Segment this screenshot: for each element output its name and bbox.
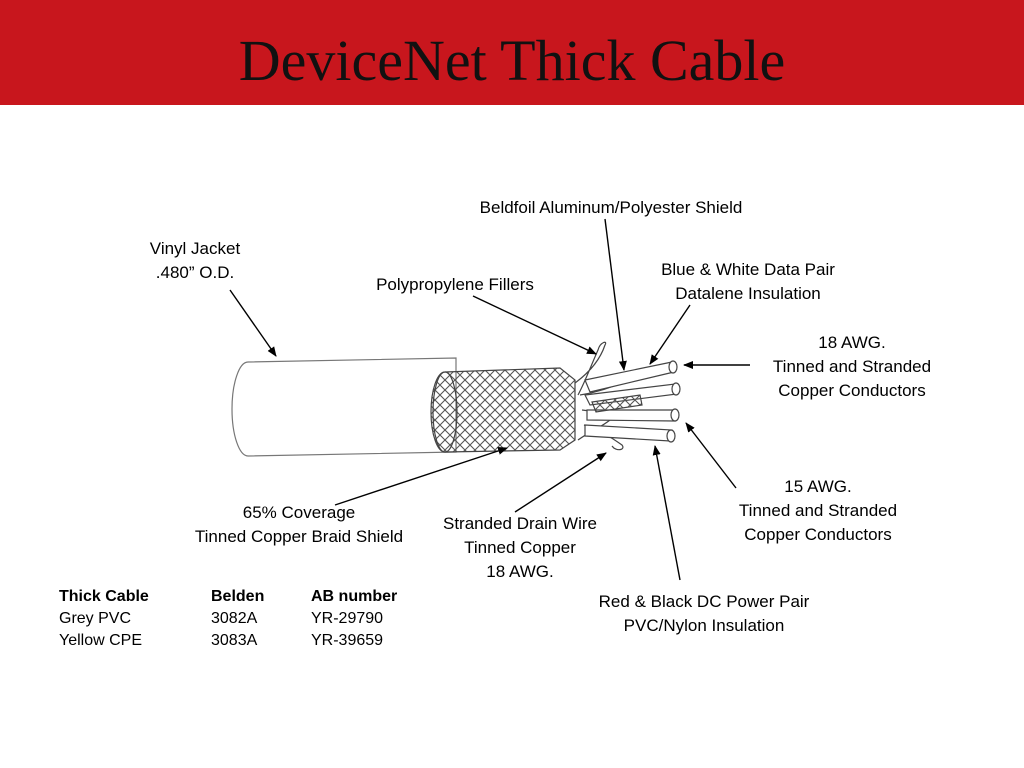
braid-shield [430,367,576,453]
table-cell: Grey PVC [59,610,132,627]
title-bar [0,0,1024,105]
table-row: Yellow CPE 3083A YR-39659 [59,630,421,652]
table-cell: 3082A [211,610,258,627]
label-15awg-conductors: 15 AWG. Tinned and Stranded Copper Condu… [738,477,898,544]
table-cell: YR-39659 [311,632,384,649]
leader-lines [229,218,750,581]
label-power-pair: Red & Black DC Power Pair PVC/Nylon Insu… [598,592,810,635]
label-data-pair: Blue & White Data Pair Datalene Insulati… [661,260,835,303]
table-cell: Yellow CPE [59,632,143,649]
slide-title: DeviceNet Thick Cable [238,28,786,93]
label-18awg-conductors: 18 AWG. Tinned and Stranded Copper Condu… [772,333,932,400]
label-vinyl-jacket: Vinyl Jacket .480” O.D. [149,239,241,282]
table-cell: 3083A [211,632,258,649]
table-header: AB number [311,588,398,605]
cable-part-number-table: Thick Cable Belden AB number Grey PVC 30… [59,586,421,652]
table-header: Belden [211,588,265,605]
label-polypropylene-fillers: Polypropylene Fillers [376,275,534,294]
conductors [584,360,681,443]
table-row: Grey PVC 3082A YR-29790 [59,608,421,630]
table-header-row: Thick Cable Belden AB number [59,586,421,608]
label-drain-wire: Stranded Drain Wire Tinned Copper 18 AWG… [442,514,597,581]
label-braid-shield: 65% Coverage Tinned Copper Braid Shield [194,503,404,546]
vinyl-jacket [231,357,457,457]
table-cell: YR-29790 [311,610,384,627]
table-header: Thick Cable [59,588,149,605]
label-beldfoil-shield: Beldfoil Aluminum/Polyester Shield [479,198,743,217]
